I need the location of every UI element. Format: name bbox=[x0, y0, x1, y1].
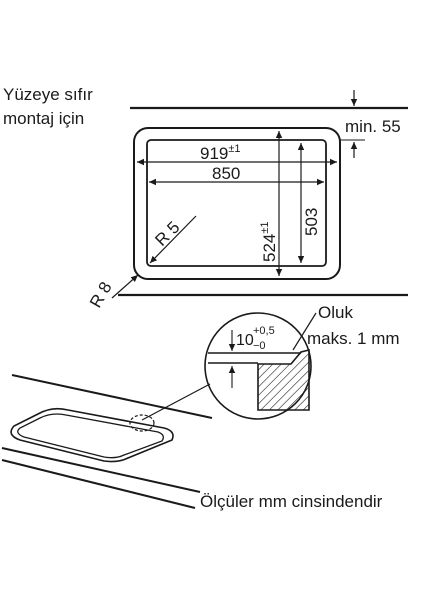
units-note: Ölçüler mm cinsindendir bbox=[200, 492, 383, 511]
r8-leader bbox=[111, 274, 139, 299]
svg-text:919±1: 919±1 bbox=[200, 143, 241, 163]
perspective-detail-marker bbox=[129, 414, 155, 432]
cutout-outer-frame bbox=[133, 127, 341, 280]
detail-leader-line bbox=[141, 383, 211, 421]
perspective-cutout-outer bbox=[10, 407, 174, 463]
r8-label: R 8 bbox=[86, 279, 116, 311]
min55-label: min. 55 bbox=[345, 117, 401, 136]
r5-label: R 5 bbox=[151, 218, 183, 250]
cutout-inner-frame bbox=[146, 139, 327, 267]
perspective-worktop-back-edge bbox=[11, 374, 213, 419]
groove-label: Oluk bbox=[318, 303, 353, 322]
detail-tol-plus: +0,5 bbox=[253, 325, 275, 337]
perspective-worktop-edge-2 bbox=[1, 459, 196, 509]
install-note-line1: Yüzeye sıfır bbox=[3, 85, 93, 104]
svg-text:524±1: 524±1 bbox=[259, 221, 279, 262]
width-outer-value: 919 bbox=[200, 144, 228, 163]
install-note-line2: montaj için bbox=[3, 109, 84, 128]
groove-leader bbox=[292, 312, 317, 351]
depth-outer-tol: ±1 bbox=[259, 221, 271, 233]
perspective-worktop-front-edge bbox=[1, 447, 201, 493]
groove-max-label: maks. 1 mm bbox=[307, 329, 400, 348]
detail-section bbox=[208, 330, 310, 411]
countertop-section bbox=[257, 348, 310, 411]
perspective-cutout-inner bbox=[17, 413, 164, 459]
r5-leader bbox=[149, 215, 197, 264]
depth-outer-value: 524 bbox=[260, 234, 279, 262]
detail-circle bbox=[204, 312, 312, 420]
width-outer-tol: ±1 bbox=[228, 143, 240, 155]
detail-depth-value: 10 bbox=[236, 332, 254, 349]
depth-inner-value: 503 bbox=[302, 208, 321, 236]
detail-tol-minus: −0 bbox=[253, 340, 266, 352]
width-inner-value: 850 bbox=[212, 164, 240, 183]
